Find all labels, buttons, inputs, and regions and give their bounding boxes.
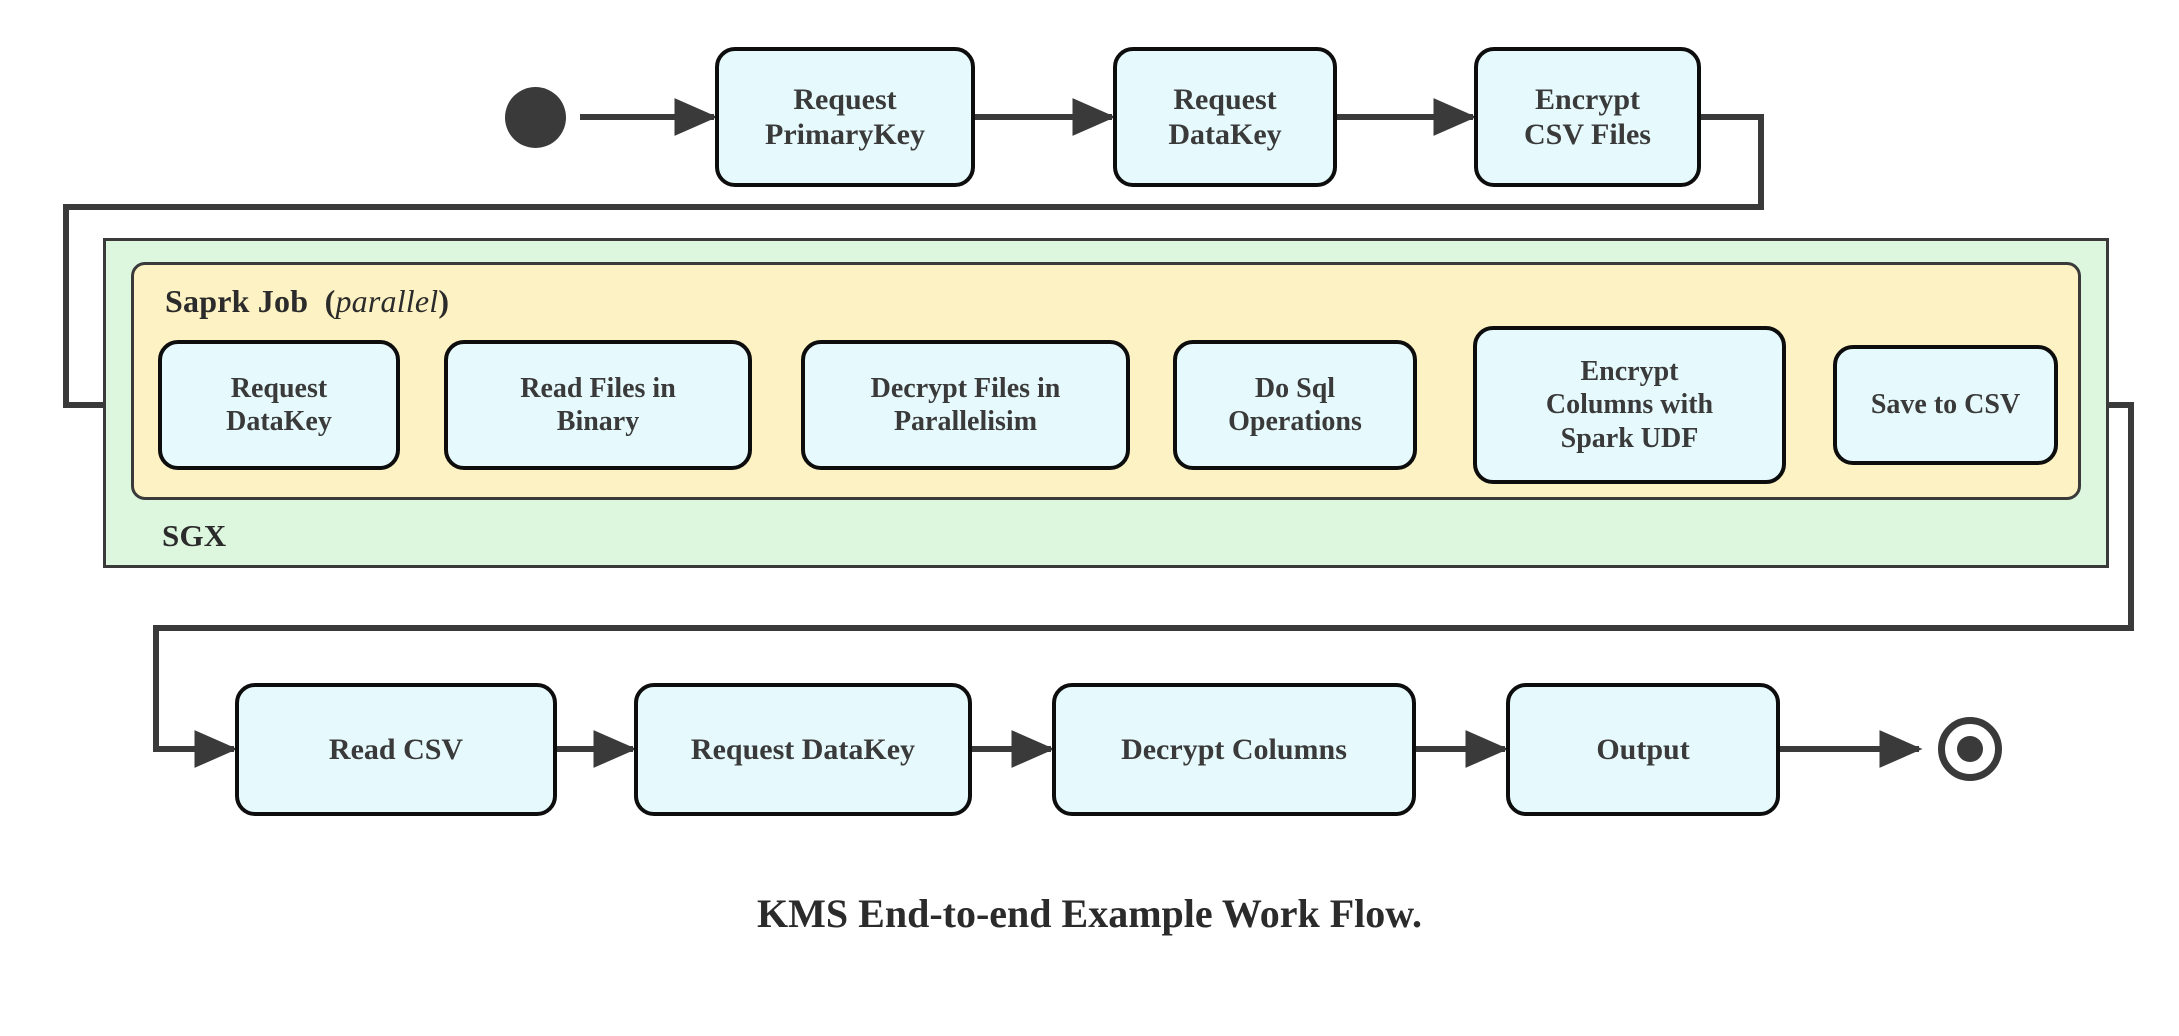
node-label: Save to CSV [1870,389,2021,421]
node-label: Request DataKey [1168,82,1282,151]
diagram-caption: KMS End-to-end Example Work Flow. [0,890,2179,937]
caption-text: KMS End-to-end Example Work Flow. [757,891,1422,936]
node-read-files-in-binary[interactable]: Read Files in Binary [444,340,752,470]
spark-label-italic: parallel [335,283,439,319]
node-label: Output [1596,732,1690,766]
node-label: Decrypt Files in Parallelisim [870,372,1061,437]
node-request-primarykey[interactable]: Request PrimaryKey [715,47,975,187]
node-encrypt-csv-files[interactable]: Encrypt CSV Files [1474,47,1701,187]
container-sgx-label: SGX [162,518,227,553]
node-label: Read CSV [328,732,464,766]
node-request-datakey-spark[interactable]: Request DataKey [158,340,400,470]
edge-encrypt-csv-to-spark-datakey [63,114,1764,425]
node-label: Encrypt CSV Files [1524,82,1651,151]
node-decrypt-files-in-parallelisim[interactable]: Decrypt Files in Parallelisim [801,340,1130,470]
node-do-sql-operations[interactable]: Do Sql Operations [1173,340,1417,470]
spark-label-paren-open: ( [324,283,336,319]
node-output[interactable]: Output [1506,683,1780,816]
node-save-to-csv[interactable]: Save to CSV [1833,345,2058,465]
end-state-inner-dot [1957,736,1983,762]
node-label: Request PrimaryKey [765,82,925,151]
node-request-datakey-top[interactable]: Request DataKey [1113,47,1337,187]
node-encrypt-columns-with-spark-udf[interactable]: Encrypt Columns with Spark UDF [1473,326,1786,484]
node-label: Decrypt Columns [1121,732,1347,766]
node-label: Read Files in Binary [520,372,676,437]
node-label: Do Sql Operations [1228,372,1362,437]
start-state-dot [505,87,566,148]
node-label: Encrypt Columns with Spark UDF [1545,356,1714,454]
node-request-datakey-bottom[interactable]: Request DataKey [634,683,972,816]
node-read-csv[interactable]: Read CSV [235,683,557,816]
spark-label-paren-close: ) [438,283,450,319]
container-spark-job-label: Saprk Job (parallel) [165,283,449,320]
end-state-ring [1938,717,2002,781]
edge-save-csv-to-read-csv [153,402,2134,769]
node-decrypt-columns[interactable]: Decrypt Columns [1052,683,1416,816]
spark-label-bold: Saprk Job [165,283,309,319]
node-label: Request DataKey [226,372,332,437]
node-label: Request DataKey [690,732,916,766]
